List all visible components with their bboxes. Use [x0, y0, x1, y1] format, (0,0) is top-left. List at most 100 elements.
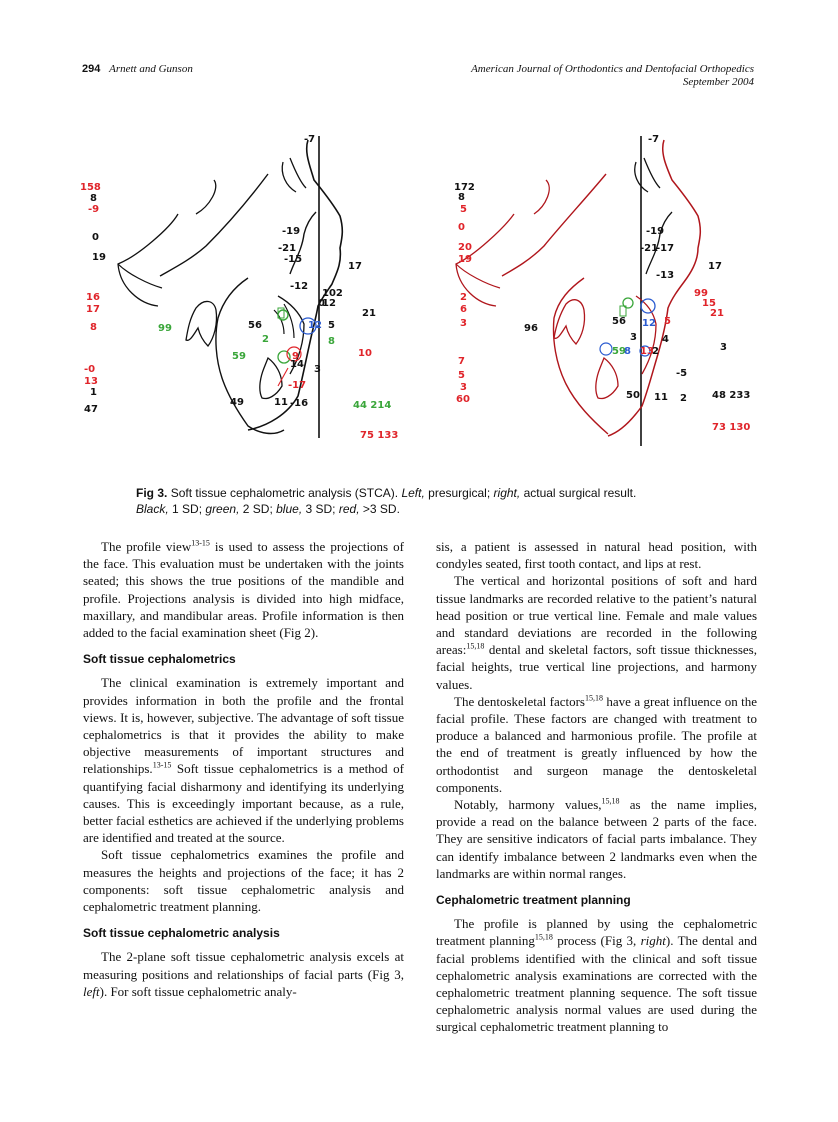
- measurement-value: -5: [676, 368, 687, 379]
- measurement-value: 21: [710, 308, 724, 319]
- paragraph: The clinical examination is extremely im…: [83, 675, 404, 846]
- paragraph: The 2-plane soft tissue cephalometric an…: [83, 949, 404, 999]
- measurement-value: 12: [642, 318, 656, 329]
- stca-figure-left: 1588-901916178-013147-7-19-21-1517-12102…: [80, 134, 398, 441]
- page-number: 294: [82, 63, 101, 75]
- measurement-value: 5: [458, 370, 465, 381]
- measurement-value: 99: [694, 288, 708, 299]
- measurement-value: 19: [458, 254, 472, 265]
- measurement-value: 7: [458, 356, 465, 367]
- measurement-value: -19: [646, 226, 664, 237]
- measurement-value: 3: [314, 364, 321, 375]
- legend-black-text: 1 SD;: [172, 502, 203, 516]
- section-heading-soft-tissue-cephalometrics: Soft tissue cephalometrics: [83, 652, 236, 667]
- measurement-value: 96: [524, 323, 538, 334]
- measurement-value: 5: [664, 316, 671, 327]
- measurement-value: 14: [290, 359, 304, 370]
- measurement-value: 3: [630, 332, 637, 343]
- measurement-value: 15: [702, 298, 716, 309]
- measurement-value: 19: [92, 252, 106, 263]
- measurement-value: 5: [460, 204, 467, 215]
- measurement-value: 13: [84, 376, 98, 387]
- measurement-value: 1: [90, 387, 97, 398]
- section-heading-treatment-planning: Cephalometric treatment planning: [436, 893, 631, 908]
- measurement-value: 2: [262, 334, 269, 345]
- measurement-value: 59: [612, 346, 626, 357]
- measurement-value: 49: [230, 397, 244, 408]
- figure-label: Fig 3.: [136, 486, 168, 500]
- measurement-value: 8: [90, 322, 97, 333]
- measurement-value: 5: [328, 320, 335, 331]
- section-heading-stca: Soft tissue cephalometric analysis: [83, 926, 280, 941]
- legend-blue: blue,: [276, 502, 303, 516]
- measurement-value: 17: [348, 261, 362, 272]
- authors: Arnett and Gunson: [109, 63, 193, 75]
- measurement-value: 172: [454, 182, 475, 193]
- measurement-value: 44 214: [353, 400, 391, 411]
- measurement-value: 11: [654, 392, 668, 403]
- measurement-value: -7: [648, 134, 659, 145]
- measurement-value: 0: [92, 232, 99, 243]
- figure-caption: Fig 3. Soft tissue cephalometric analysi…: [136, 485, 736, 517]
- measurement-value: 2: [680, 393, 687, 404]
- legend-black: Black,: [136, 502, 169, 516]
- paragraph: The profile view13-15 is used to assess …: [83, 538, 404, 641]
- measurement-value: 50: [626, 390, 640, 401]
- measurement-value: 17: [708, 261, 722, 272]
- measurement-value: 0: [318, 298, 325, 309]
- measurement-value: -21: [640, 243, 658, 254]
- running-header-left: 294 Arnett and Gunson: [82, 63, 193, 75]
- measurement-value: 75 133: [360, 430, 398, 441]
- measurement-value: 3: [460, 382, 467, 393]
- measurement-value: 56: [612, 316, 626, 327]
- measurement-value: 0: [458, 222, 465, 233]
- measurement-value: -21: [278, 243, 296, 254]
- legend-red-text: >3 SD.: [362, 502, 400, 516]
- measurement-value: 3: [720, 342, 727, 353]
- caption-right-label: right,: [493, 486, 521, 500]
- measurement-value: 48 233: [712, 390, 750, 401]
- measurement-value: -17: [656, 243, 674, 254]
- measurement-value: 17: [86, 304, 100, 315]
- measurement-value: 99: [158, 323, 172, 334]
- measurement-value: 8: [328, 336, 335, 347]
- right-column: sis, a patient is assessed in natural he…: [436, 538, 757, 1036]
- measurement-value: 59: [232, 351, 246, 362]
- paragraph: Notably, harmony values,15,18 as the nam…: [436, 796, 757, 881]
- measurement-value: 20: [458, 242, 472, 253]
- legend-blue-text: 3 SD;: [305, 502, 336, 516]
- measurement-value: 16: [86, 292, 100, 303]
- measurement-value: 9: [292, 351, 299, 362]
- measurement-value: 11: [274, 397, 288, 408]
- legend-red: red,: [338, 502, 360, 516]
- measurement-value: 13: [640, 346, 654, 357]
- measurement-value: 102: [322, 288, 343, 299]
- measurement-value: 12: [308, 320, 322, 331]
- measurement-value: -19: [282, 226, 300, 237]
- stca-figure-right: 172850201926375360-7-19-21-1717-13991521…: [454, 134, 750, 446]
- paragraph: The dentoskeletal factors15,18 have a gr…: [436, 693, 757, 795]
- measurement-value: -12: [290, 281, 308, 292]
- caption-left-label: Left,: [401, 486, 425, 500]
- measurement-value: 6: [460, 304, 467, 315]
- legend-green-text: 2 SD;: [242, 502, 273, 516]
- measurement-value: 3: [460, 318, 467, 329]
- measurement-value: 8: [624, 346, 631, 357]
- measurement-value: -13: [656, 270, 674, 281]
- measurement-value: 8: [458, 192, 465, 203]
- measurement-value: 73 130: [712, 422, 750, 433]
- measurement-value: -9: [88, 204, 99, 215]
- measurement-value: 2: [652, 346, 659, 357]
- measurement-value: 8: [90, 193, 97, 204]
- measurement-value: 158: [80, 182, 101, 193]
- measurement-value: -15: [284, 254, 302, 265]
- issue-date: September 2004: [682, 76, 754, 88]
- measurement-value: -0: [84, 364, 95, 375]
- measurement-value: 56: [248, 320, 262, 331]
- journal-title: American Journal of Orthodontics and Den…: [471, 63, 754, 75]
- left-column: The profile view13-15 is used to assess …: [83, 538, 404, 1000]
- paragraph: The profile is planned by using the ceph…: [436, 916, 757, 1035]
- measurement-value: 21: [362, 308, 376, 319]
- legend-green: green,: [205, 502, 240, 516]
- measurement-value: -17: [288, 380, 306, 391]
